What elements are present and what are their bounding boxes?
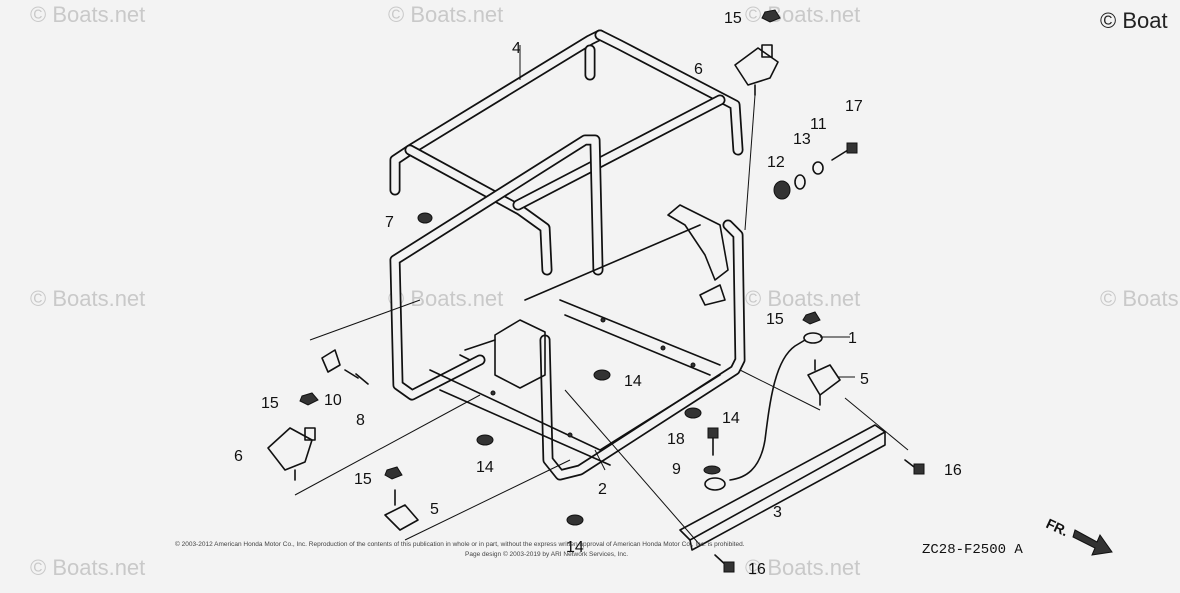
callout-10: 10 <box>324 392 342 409</box>
callout-3: 3 <box>773 504 782 521</box>
callout-1: 1 <box>848 330 857 347</box>
watermark: © Boats.net <box>388 2 503 27</box>
callout-8: 8 <box>356 412 365 429</box>
watermark: © Boats.net <box>30 2 145 27</box>
callout-17: 17 <box>845 98 863 115</box>
mount-5-right <box>807 359 841 406</box>
callout-12: 12 <box>767 154 785 171</box>
handle-frame <box>389 29 744 276</box>
callout-14: 14 <box>722 410 740 427</box>
front-label: FR. <box>1044 515 1071 539</box>
mount-6-bottom <box>267 427 316 481</box>
mount-5-left <box>384 489 419 531</box>
fasteners <box>299 9 925 573</box>
callout-4: 4 <box>512 40 521 57</box>
callout-14: 14 <box>476 459 494 476</box>
leader-lines <box>294 45 909 546</box>
watermark-layer: © Boats.net © Boats.net © Boats.net © Bo… <box>30 2 1180 580</box>
callout-15: 15 <box>766 311 784 328</box>
callout-2: 2 <box>598 481 607 498</box>
callout-16: 16 <box>748 561 766 578</box>
watermark: © Boats.net <box>745 2 860 27</box>
callout-15: 15 <box>724 10 742 27</box>
watermark: © Boats.net <box>388 286 503 311</box>
bottom-rail <box>679 424 886 551</box>
callout-5-right: 5 <box>860 371 869 388</box>
callout-6-bottom: 6 <box>234 448 243 465</box>
ground-cable <box>704 332 823 491</box>
front-arrow-icon <box>1072 529 1113 556</box>
copyright-line: © 2003-2012 American Honda Motor Co., In… <box>175 540 745 548</box>
watermark: © Boats.net <box>1100 286 1180 311</box>
callout-13: 13 <box>793 131 811 148</box>
watermark: © Boats.net <box>745 286 860 311</box>
callout-labels: 1 2 3 4 5 5 6 6 7 8 9 10 11 12 13 14 14 … <box>234 10 962 578</box>
watermark: © Boats.net <box>30 555 145 580</box>
main-frame <box>389 134 746 481</box>
mount-6-top <box>734 44 779 96</box>
callout-18: 18 <box>667 431 685 448</box>
corner-watermark: © Boat <box>1100 8 1168 33</box>
callout-5-left: 5 <box>430 501 439 518</box>
callout-6-top: 6 <box>694 61 703 78</box>
callout-11: 11 <box>810 116 827 133</box>
drawing-code: ZC28-F2500 A <box>922 542 1023 558</box>
front-arrow: FR. <box>1044 515 1113 556</box>
frame-holes <box>490 317 696 438</box>
page-design-line: Page design © 2003-2019 by ARI Network S… <box>465 550 628 558</box>
callout-14: 14 <box>624 373 642 390</box>
callout-15: 15 <box>354 471 372 488</box>
callout-16: 16 <box>944 462 962 479</box>
callout-15: 15 <box>261 395 279 412</box>
watermark: © Boats.net <box>30 286 145 311</box>
callout-7: 7 <box>385 214 394 231</box>
watermark: © Boats.net <box>745 555 860 580</box>
callout-14: 14 <box>566 539 584 556</box>
callout-9: 9 <box>672 461 681 478</box>
